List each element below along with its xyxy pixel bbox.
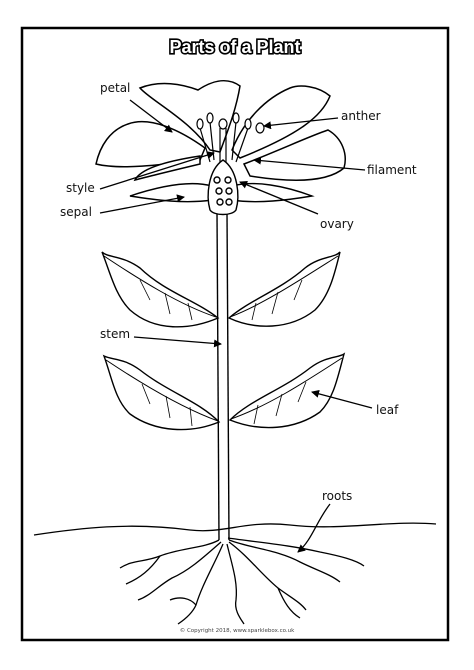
label-roots: roots [322,489,352,503]
page-border [20,26,450,642]
petals-shape [95,80,346,182]
upper-left-leaf [101,251,220,328]
arrow-style [99,151,215,190]
arrow-petal [129,99,173,133]
style-shape [218,118,228,164]
sepal-shape [129,182,315,203]
label-sepal: sepal [60,205,92,219]
label-leaf: leaf [376,403,399,417]
copyright-text: © Copyright 2018, www.sparklebox.co.uk [180,627,295,634]
label-petal: petal [100,81,130,95]
arrow-leaf [311,389,373,409]
label-style: style [66,181,95,195]
lower-left-leaf [102,354,221,431]
label-stem: stem [100,327,130,341]
ovary-shape [207,159,239,216]
page-title: Parts of a Plant [169,37,300,57]
roots-shape [119,537,365,625]
upper-right-leaf [227,251,341,327]
arrow-anther [263,117,339,130]
stem-shape [216,211,230,541]
arrow-roots [297,503,331,553]
label-ovary: ovary [320,217,354,231]
label-anther: anther [341,109,381,123]
arrow-stem [133,336,222,348]
arrow-sepal [99,194,185,214]
soil-line [33,522,437,536]
label-arrows [99,99,373,553]
arrow-ovary [239,180,319,215]
lower-right-leaf [228,352,346,429]
arrow-filament [253,156,366,171]
label-filament: filament [367,163,417,177]
